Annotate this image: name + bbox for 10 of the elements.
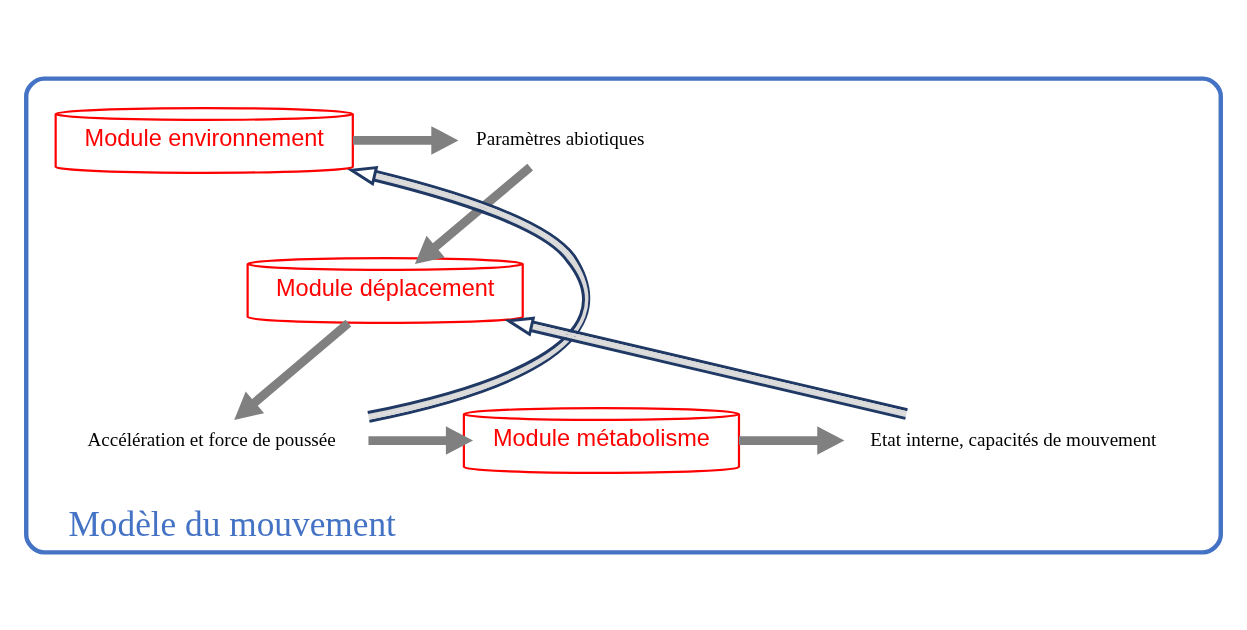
node-text: Paramètres abiotiques: [476, 127, 645, 149]
arrow: [414, 163, 533, 264]
arrow: [353, 125, 459, 155]
arrow: [347, 165, 590, 423]
node-text: Etat interne, capacités de mouvement: [870, 428, 1157, 450]
node-text: Accélération et force de poussée: [87, 428, 336, 450]
arrow: [234, 319, 352, 420]
arrow: [504, 316, 908, 420]
arrow: [739, 425, 845, 455]
arrow: [368, 425, 474, 455]
